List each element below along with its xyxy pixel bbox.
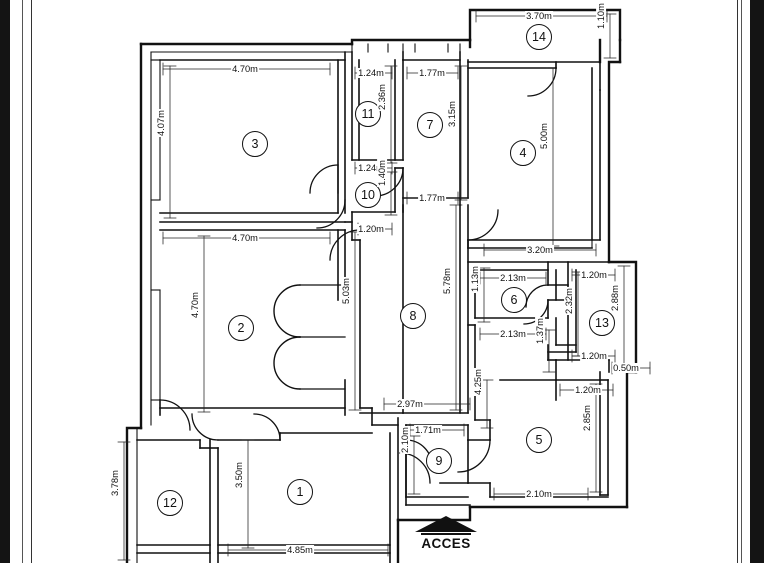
dimension-label: 1.13m bbox=[470, 265, 481, 293]
dimension-label: 2.10m bbox=[400, 426, 411, 454]
room-badge-13: 13 bbox=[589, 310, 615, 336]
exterior-wall-inner-line bbox=[136, 51, 353, 563]
dimension-label: 5.03m bbox=[341, 277, 352, 305]
dimension-label: 0.50m bbox=[612, 363, 640, 373]
dimension-label: 2.36m bbox=[377, 83, 388, 111]
door-swings bbox=[159, 67, 557, 484]
access-label: ACCES bbox=[421, 533, 471, 551]
room-badge-12: 12 bbox=[157, 490, 183, 516]
dimension-label: 4.70m bbox=[231, 233, 259, 243]
page-frame-left bbox=[0, 0, 10, 563]
room-badge-8: 8 bbox=[400, 303, 426, 329]
access-arrow-icon bbox=[415, 516, 477, 532]
dimension-label: 1.40m bbox=[377, 159, 388, 187]
dimension-label: 3.70m bbox=[525, 11, 553, 21]
dimension-label: 4.70m bbox=[231, 64, 259, 74]
room-badge-11: 11 bbox=[355, 101, 381, 127]
dimension-label: 4.25m bbox=[473, 368, 484, 396]
dimension-label: 5.00m bbox=[539, 122, 550, 150]
dimension-label: 4.85m bbox=[286, 545, 314, 555]
dimension-label: 2.32m bbox=[564, 287, 575, 315]
room-badge-1: 1 bbox=[287, 479, 313, 505]
dimension-label: 1.71m bbox=[414, 425, 442, 435]
dimension-label: 1.20m bbox=[580, 351, 608, 361]
sheet-border bbox=[31, 0, 738, 563]
room-badge-2: 2 bbox=[228, 315, 254, 341]
room-badge-7: 7 bbox=[417, 112, 443, 138]
dimension-label: 1.77m bbox=[418, 193, 446, 203]
dimension-label: 2.13m bbox=[499, 273, 527, 283]
room-badge-14: 14 bbox=[526, 24, 552, 50]
room-badge-3: 3 bbox=[242, 131, 268, 157]
dimension-label: 1.37m bbox=[535, 317, 546, 345]
room-badge-10: 10 bbox=[355, 182, 381, 208]
room-badge-5: 5 bbox=[526, 427, 552, 453]
dimension-label: 1.10m bbox=[596, 2, 607, 30]
window-symbols bbox=[150, 43, 593, 249]
dimension-label: 1.20m bbox=[357, 224, 385, 234]
dimension-label: 2.85m bbox=[582, 404, 593, 432]
dimension-label: 2.88m bbox=[610, 284, 621, 312]
page-rule-right bbox=[741, 0, 742, 563]
dimension-label: 1.24m bbox=[357, 68, 385, 78]
dimension-label: 1.77m bbox=[418, 68, 446, 78]
page-frame-right bbox=[750, 0, 764, 563]
page-rule-left bbox=[22, 0, 23, 563]
dimension-label: 2.10m bbox=[525, 489, 553, 499]
room-badge-4: 4 bbox=[510, 140, 536, 166]
dimension-label: 1.24m bbox=[357, 163, 385, 173]
room-badge-6: 6 bbox=[501, 287, 527, 313]
dimension-label: 1.20m bbox=[574, 385, 602, 395]
dimension-label: 3.78m bbox=[110, 469, 121, 497]
dimension-label: 2.13m bbox=[499, 329, 527, 339]
dimension-label: 2.97m bbox=[396, 399, 424, 409]
dimension-label: 5.78m bbox=[442, 267, 453, 295]
dimension-label: 4.07m bbox=[156, 109, 167, 137]
dimension-label: 4.70m bbox=[190, 291, 201, 319]
dimension-label: 3.50m bbox=[234, 461, 245, 489]
dimension-label: 3.20m bbox=[526, 245, 554, 255]
room-badge-9: 9 bbox=[426, 448, 452, 474]
access-marker: ACCES bbox=[414, 516, 478, 560]
dimension-label: 1.20m bbox=[580, 270, 608, 280]
dimension-label: 3.15m bbox=[447, 100, 458, 128]
